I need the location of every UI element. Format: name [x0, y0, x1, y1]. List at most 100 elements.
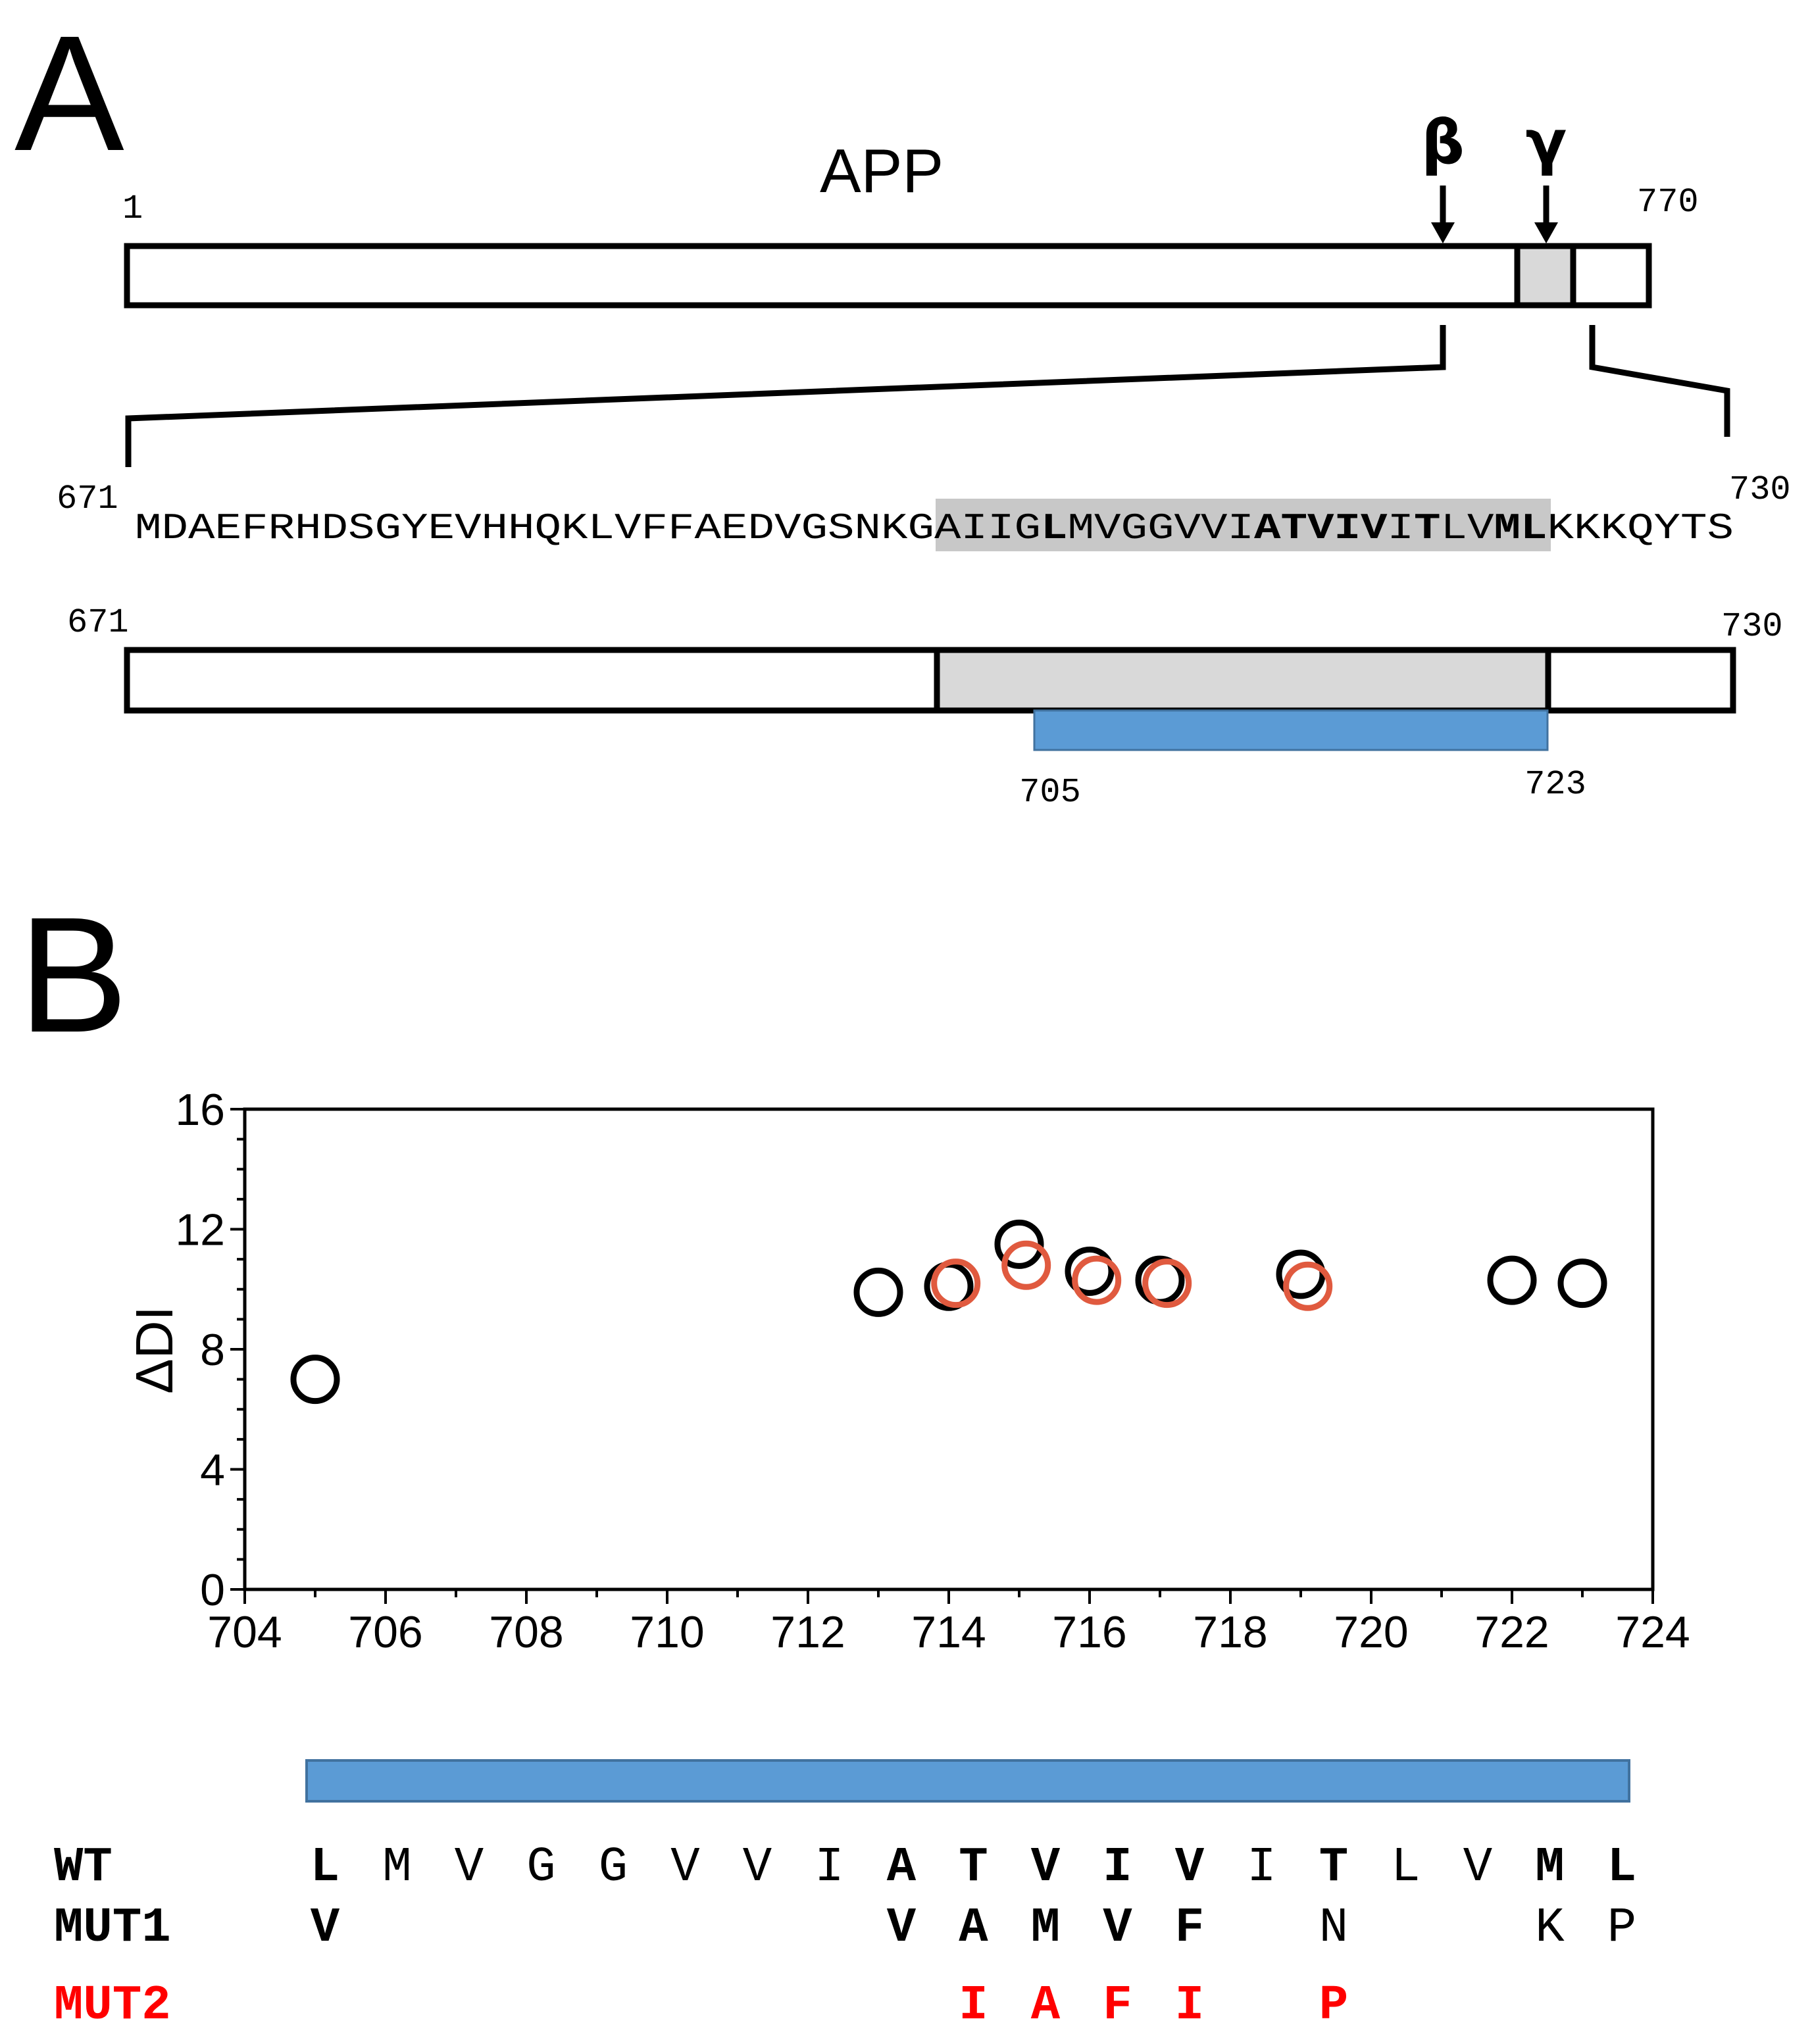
- beta-label: β: [1421, 107, 1465, 178]
- bar2-start-label: 671: [67, 603, 129, 642]
- data-point-black: [994, 1219, 1044, 1269]
- sequence-segment: ATVIV: [1254, 507, 1388, 549]
- row-label-mut2: MUT2: [54, 1978, 171, 2033]
- x-tick-label: 716: [1052, 1607, 1126, 1657]
- residue: V: [887, 1901, 917, 1956]
- residue: I: [1175, 1978, 1204, 2033]
- sequence-segment: ML: [1494, 507, 1547, 549]
- zoom-start-label: 671: [57, 480, 118, 518]
- y-tick-label: 4: [200, 1445, 225, 1495]
- residue: A: [1031, 1978, 1061, 2033]
- plot-frame: [243, 1107, 1655, 1591]
- x-tick-label: 706: [348, 1607, 422, 1657]
- app-full-bar: [124, 243, 1652, 309]
- y-axis-label: ΔDI: [125, 1306, 184, 1393]
- data-point-red: [1072, 1255, 1122, 1305]
- residue: V: [311, 1901, 340, 1956]
- residue: L: [1391, 1840, 1420, 1895]
- zoom-end-label: 730: [1729, 470, 1791, 509]
- data-point-black: [290, 1355, 340, 1405]
- x-tick-label: 722: [1474, 1607, 1549, 1657]
- tm-region-full: [1514, 243, 1576, 309]
- tm-sequence-highlight: [936, 499, 1551, 551]
- residue: A: [959, 1901, 988, 1956]
- x-tick-label: 720: [1334, 1607, 1408, 1657]
- full-start-label: 1: [122, 189, 143, 228]
- data-point-black: [853, 1267, 903, 1317]
- zoom-line-right: [1589, 325, 1730, 437]
- panel-b-letter: B: [18, 883, 128, 1066]
- residue: F: [1175, 1901, 1204, 1956]
- residue: T: [959, 1840, 988, 1895]
- residue: K: [1535, 1901, 1565, 1956]
- bar2-end-label: 730: [1721, 607, 1783, 646]
- x-tick-label: 712: [770, 1607, 845, 1657]
- x-tick-label: 714: [911, 1607, 986, 1657]
- y-tick-label: 0: [200, 1565, 225, 1615]
- residue: V: [1175, 1840, 1205, 1895]
- data-point-red: [1142, 1259, 1192, 1309]
- sequence-segment: KKKQYTS: [1547, 507, 1734, 549]
- app-zoom-bar: [124, 647, 1736, 714]
- residue: M: [1031, 1901, 1060, 1956]
- gamma-label: γ: [1526, 107, 1567, 178]
- residue: M: [382, 1840, 411, 1895]
- data-point-red: [1001, 1240, 1051, 1290]
- residue: N: [1319, 1901, 1348, 1956]
- app-label: APP: [820, 136, 944, 205]
- sequence-segment: LV: [1440, 507, 1494, 549]
- residue: I: [1103, 1840, 1132, 1895]
- sequence-segment: MVGGVVI: [1067, 507, 1254, 549]
- data-point-black: [1065, 1246, 1115, 1296]
- sequence-segment: T: [1414, 507, 1441, 549]
- residue: I: [1247, 1840, 1276, 1895]
- tm-region-zoom: [934, 647, 1551, 714]
- residue: I: [815, 1840, 843, 1895]
- residue: M: [1535, 1840, 1564, 1895]
- data-points: [290, 1219, 1607, 1405]
- row-label-wt: WT: [54, 1840, 113, 1895]
- blue-end-label: 723: [1524, 765, 1586, 804]
- x-tick-label: 704: [207, 1607, 282, 1657]
- data-point-black: [1557, 1259, 1607, 1309]
- row-label-mut1: MUT1: [54, 1901, 171, 1956]
- residue: A: [887, 1840, 917, 1895]
- x-tick-label: 708: [489, 1607, 563, 1657]
- residue: I: [959, 1978, 988, 2033]
- residue: F: [1103, 1978, 1132, 2033]
- sequence-segment: AIIG: [934, 507, 1041, 549]
- sequence-segment: I: [1387, 507, 1414, 549]
- residue: P: [1607, 1901, 1636, 1956]
- residue: L: [1607, 1840, 1636, 1895]
- residue: V: [455, 1840, 484, 1895]
- blue-segment-bar: [305, 1759, 1630, 1803]
- beta-arrow-icon: [1431, 186, 1455, 243]
- y-tick-label: 12: [175, 1205, 225, 1255]
- x-tick-label: 718: [1193, 1607, 1267, 1657]
- residue: T: [1319, 1840, 1348, 1895]
- residue: V: [743, 1840, 772, 1895]
- data-point-red: [931, 1259, 981, 1309]
- sequence-segment: L: [1041, 507, 1068, 549]
- residue: G: [599, 1840, 628, 1895]
- residue: G: [526, 1840, 555, 1895]
- gamma-arrow-icon: [1534, 186, 1558, 243]
- data-point-black: [1487, 1255, 1537, 1305]
- residue: V: [1031, 1840, 1061, 1895]
- residue: V: [1103, 1901, 1132, 1956]
- y-tick-label: 16: [175, 1085, 225, 1135]
- sequence-segment: MDAEFRHDSGYEVHHQKLVFFAEDVGSNKG: [135, 507, 934, 549]
- residue: L: [311, 1840, 340, 1895]
- residue: V: [1463, 1840, 1493, 1895]
- blue-start-label: 705: [1019, 773, 1081, 812]
- x-tick-label: 724: [1615, 1607, 1690, 1657]
- panel-a-letter: A: [14, 1, 124, 185]
- blue-region-bar: [1033, 709, 1549, 751]
- data-point-red: [1283, 1261, 1333, 1311]
- residue: V: [670, 1840, 700, 1895]
- zoom-line-left: [125, 325, 1446, 467]
